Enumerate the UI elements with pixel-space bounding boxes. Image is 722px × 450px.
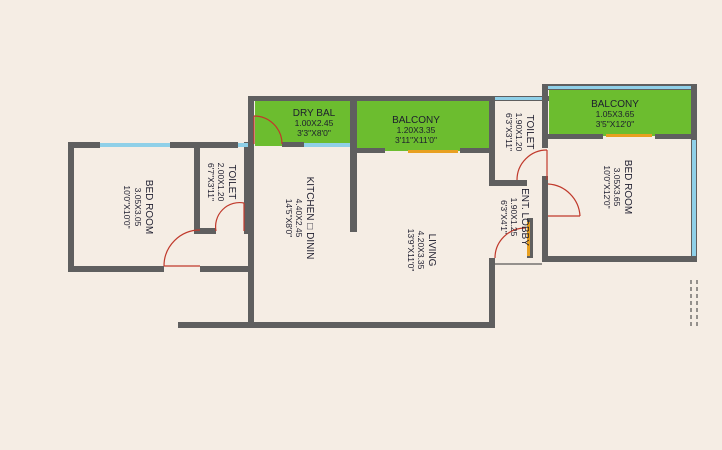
ent-lobby-name: ENT. LOBBY <box>519 188 530 246</box>
dry-bal-size-m: 1.00X2.45 <box>295 118 334 128</box>
toilet-left-size-m: 2.00X1.20 <box>216 163 226 202</box>
wall <box>248 322 495 328</box>
toilet-right-door-arc <box>516 149 548 181</box>
wall <box>350 96 357 232</box>
wall <box>282 142 304 147</box>
wall <box>357 96 492 101</box>
balcony-center-size-ft: 3'11"X11'0" <box>395 135 437 145</box>
wall <box>357 148 385 153</box>
wall <box>542 176 548 186</box>
window <box>238 143 248 147</box>
balcony-center-size-m: 1.20X3.35 <box>397 125 436 135</box>
bedroom-right-door-arc <box>547 183 581 217</box>
wall <box>194 228 216 234</box>
wall <box>170 142 238 148</box>
bed-room-right-size-ft: 10'0"X12'0" <box>602 165 612 208</box>
wall <box>178 322 253 328</box>
wall <box>68 266 164 272</box>
wall <box>489 258 495 328</box>
wall <box>548 134 603 139</box>
window <box>304 143 350 147</box>
wall <box>542 186 548 262</box>
center-balcony-area <box>357 101 489 151</box>
sliding-door <box>408 150 458 153</box>
living-size-ft: 13'9"X11'0" <box>406 229 416 272</box>
windows <box>100 86 696 256</box>
balcony-right-size-m: 1.05X3.65 <box>596 109 635 119</box>
room-labels: BED ROOM 3.05X3.05 10'0"X10'0" TOILET 2.… <box>122 99 639 271</box>
bed-room-right-size-m: 3.05X3.65 <box>612 168 622 207</box>
dry-balcony-area <box>255 101 350 146</box>
balcony-right-name: BALCONY <box>591 99 639 110</box>
kitchen-size-m: 4.40X2.45 <box>294 199 304 238</box>
bed-room-left-name: BED ROOM <box>143 180 154 234</box>
wall <box>655 134 697 139</box>
wall <box>194 142 200 234</box>
toilet-right-size-ft: 6'3"X3'11" <box>504 113 514 151</box>
wall <box>542 90 548 136</box>
window <box>548 86 691 89</box>
window <box>692 140 696 256</box>
balcony-areas <box>255 90 694 151</box>
dry-bal-size-ft: 3'3"X8'0" <box>297 128 331 138</box>
wall-fill-group <box>68 84 697 328</box>
wall <box>200 266 254 272</box>
balcony-center-name: BALCONY <box>392 115 440 126</box>
kitchen-name: KITCHEN □ DININ <box>304 177 315 260</box>
sliding-doors <box>408 134 652 256</box>
living-size-m: 4.20X3.35 <box>416 231 426 270</box>
living-name: LIVING <box>426 234 437 267</box>
wall <box>548 256 697 262</box>
bed-room-left-size-ft: 10'0"X10'0" <box>122 185 132 228</box>
ent-lobby-size-m: 1.90X1.25 <box>509 198 519 237</box>
right-balcony-area <box>549 90 694 136</box>
sliding-door <box>527 222 530 256</box>
wall-outlines <box>495 263 698 328</box>
walls <box>68 84 697 328</box>
wall <box>489 96 495 186</box>
sliding-door <box>606 134 652 137</box>
wall <box>248 96 254 328</box>
wall <box>68 142 74 272</box>
dry-bal-name: DRY BAL <box>293 108 336 119</box>
window <box>495 97 542 100</box>
toilet-left-name: TOILET <box>226 165 237 200</box>
bed-room-right-name: BED ROOM <box>622 160 633 214</box>
window <box>100 143 170 147</box>
bed-room-left-size-m: 3.05X3.05 <box>133 188 143 227</box>
balcony-right-size-ft: 3'5"X12'0" <box>596 119 635 129</box>
ent-lobby-size-ft: 6'3"X4'1" <box>499 200 509 234</box>
wall <box>68 142 100 148</box>
kitchen-size-ft: 14'5"X8'0" <box>284 199 294 238</box>
wall <box>489 180 527 186</box>
wall <box>460 148 492 153</box>
swing-doors <box>163 115 581 267</box>
toilet-left-size-ft: 6'7"X3'11" <box>206 163 216 201</box>
entry-door-arc <box>494 227 526 259</box>
wall <box>691 84 697 140</box>
toilet-right-name: TOILET <box>524 115 535 150</box>
wall <box>254 96 356 101</box>
dry-bal-door-arc <box>253 115 283 145</box>
toilet-door-arc <box>214 201 245 232</box>
bedroom-door-arc <box>163 229 201 267</box>
toilet-right-size-m: 1.90X1.20 <box>514 113 524 152</box>
wall <box>244 142 250 234</box>
